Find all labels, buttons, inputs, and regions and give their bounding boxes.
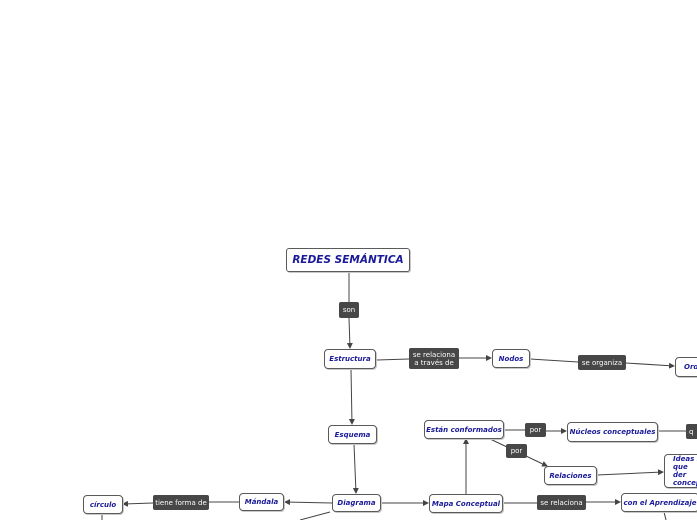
node-mandala[interactable]: Mándala: [239, 493, 284, 511]
node-estructura[interactable]: Estructura: [324, 349, 376, 369]
edge-diagrama-offscreen: [299, 511, 331, 520]
node-relaciones[interactable]: Relaciones: [544, 466, 597, 485]
node-diagrama[interactable]: Diagrama: [332, 494, 381, 512]
node-ideas-line-2: que der: [673, 463, 688, 479]
node-mapa-conceptual[interactable]: Mapa Conceptual: [429, 494, 503, 513]
edge-diagrama-mandala: [284, 499, 333, 506]
link-se-relaciona-a-traves-de[interactable]: se relaciona a través de: [409, 348, 459, 369]
link-por-relaciones[interactable]: por: [506, 444, 527, 458]
edge-son-estructura: [346, 317, 353, 349]
link-se-relaciona-line-2: a través de: [414, 358, 454, 367]
edge-estructura-serelaciona: [375, 358, 410, 361]
edge-estructura-esquema: [348, 368, 355, 425]
root-node[interactable]: REDES SEMÁNTICA: [286, 248, 410, 272]
node-circulo[interactable]: círculo: [83, 495, 123, 514]
edge-seorganiza-ord: [625, 362, 675, 369]
node-ord[interactable]: Ord: [675, 357, 697, 377]
link-tiene-forma-de[interactable]: tiene forma de: [153, 495, 209, 510]
edge-aprendizaje-offscreen: [663, 511, 667, 520]
edge-por2-relaciones: [525, 455, 548, 467]
edge-tieneforma-circulo: [122, 500, 154, 507]
node-ideas-line-1: Ideas s: [673, 455, 697, 463]
node-estan-conformados[interactable]: Están conformados: [424, 420, 504, 439]
edge-estan-por2: [487, 437, 508, 448]
link-por-nucleos[interactable]: por: [525, 423, 546, 437]
node-aprendizaje[interactable]: con el Aprendizaje: [621, 493, 697, 512]
link-se-organiza[interactable]: se organiza: [578, 355, 626, 370]
link-son[interactable]: son: [339, 302, 359, 318]
link-se-relaciona-line-1: se relaciona: [412, 350, 456, 359]
node-nucleos-conceptuales[interactable]: Núcleos conceptuales: [567, 422, 658, 442]
link-se-relaciona[interactable]: se relaciona: [537, 495, 586, 510]
node-esquema[interactable]: Esquema: [328, 425, 377, 444]
edge-relaciones-ideas: [596, 469, 664, 476]
node-ideas[interactable]: Ideas s que der concep: [664, 454, 697, 488]
node-nodos[interactable]: Nodos: [492, 349, 530, 368]
node-ideas-line-3: concep: [673, 479, 697, 487]
edge-nodos-seorganiza: [529, 358, 579, 363]
link-q[interactable]: q: [686, 424, 697, 439]
edge-esquema-diagrama: [352, 443, 359, 494]
